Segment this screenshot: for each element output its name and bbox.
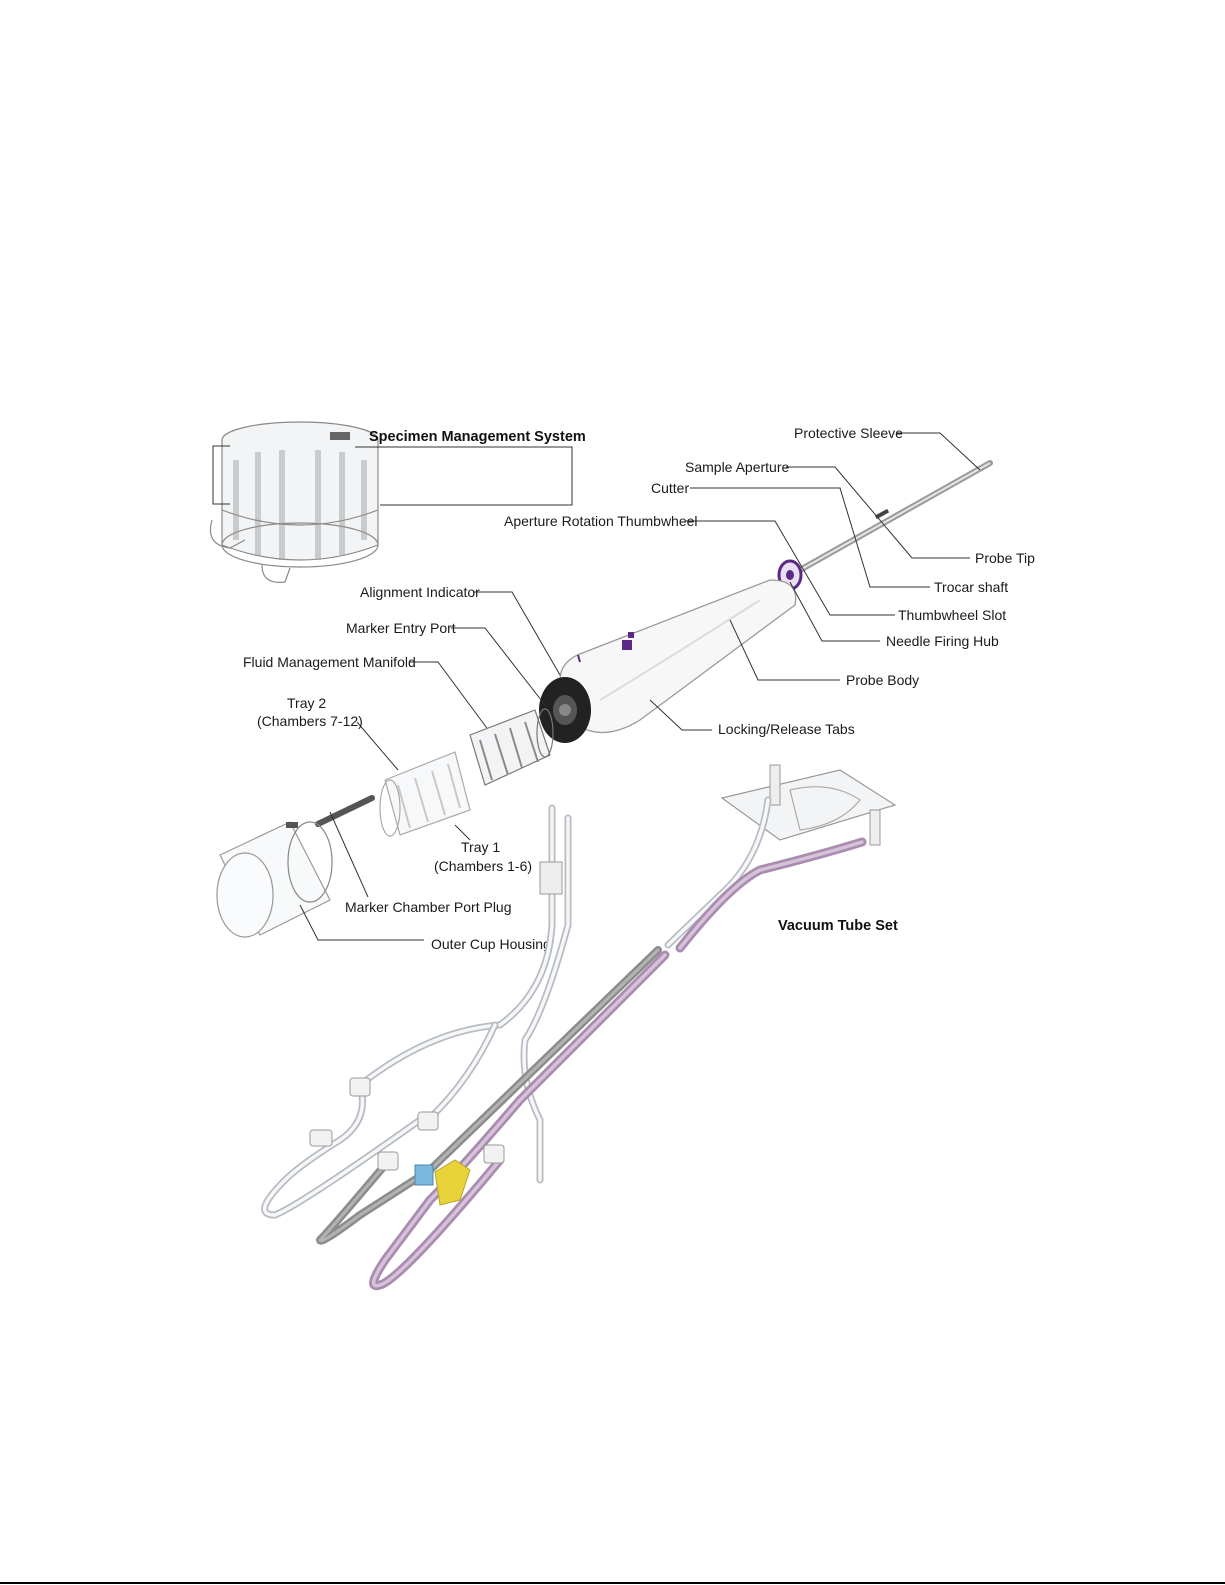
- sms-bracket-left: [212, 445, 230, 505]
- fluid-manifold-illustration: [469, 708, 554, 786]
- specimen-management-system-illustration: [209, 421, 379, 583]
- label-tray-2-chambers: (Chambers 7-12): [257, 713, 363, 729]
- label-locking-release-tabs: Locking/Release Tabs: [718, 721, 855, 737]
- probe-illustration: [539, 460, 993, 743]
- label-tray-1: Tray 1: [461, 839, 500, 855]
- leader-outer-cup-housing: [299, 904, 424, 941]
- leader-probe-tip: [786, 466, 970, 559]
- leader-tray-2: [356, 721, 399, 771]
- vacuum-tube-set-illustration: [261, 764, 897, 1291]
- leader-needle-firing-hub: [789, 581, 880, 642]
- marker-chamber-port-plug-illustration: [315, 795, 375, 827]
- page-bottom-rule: [0, 1582, 1225, 1584]
- leader-thumbwheel-slot: [686, 520, 895, 616]
- tray-2-illustration: [379, 751, 471, 837]
- leader-locking-release-tabs: [649, 699, 712, 731]
- leader-fluid-management-manifold: [409, 661, 493, 736]
- vacuum-tube-set-title: Vacuum Tube Set: [778, 918, 898, 934]
- label-outer-cup-housing: Outer Cup Housing: [431, 936, 551, 952]
- label-sample-aperture: Sample Aperture: [685, 459, 789, 475]
- label-marker-entry-port: Marker Entry Port: [346, 620, 456, 636]
- leader-marker-entry-port: [451, 627, 546, 706]
- label-cutter: Cutter: [651, 480, 689, 496]
- label-needle-firing-hub: Needle Firing Hub: [886, 633, 999, 649]
- label-protective-sleeve: Protective Sleeve: [794, 425, 903, 441]
- label-tray-1-chambers: (Chambers 1-6): [434, 858, 532, 874]
- leader-tray-1: [454, 824, 471, 841]
- label-probe-tip: Probe Tip: [975, 550, 1035, 566]
- label-alignment-indicator: Alignment Indicator: [360, 584, 480, 600]
- label-trocar-shaft: Trocar shaft: [934, 579, 1008, 595]
- label-marker-chamber-port-plug: Marker Chamber Port Plug: [345, 899, 512, 915]
- leader-marker-chamber-port-plug: [329, 811, 369, 898]
- sms-bracket-right: [355, 446, 573, 506]
- specimen-management-system-title: Specimen Management System: [369, 429, 586, 445]
- label-probe-body: Probe Body: [846, 672, 919, 688]
- label-thumbwheel-slot: Thumbwheel Slot: [898, 607, 1006, 623]
- leader-trocar-shaft: [690, 487, 930, 588]
- label-fluid-management-manifold: Fluid Management Manifold: [243, 654, 416, 670]
- leader-alignment-indicator: [473, 591, 561, 676]
- label-aperture-rotation-thumbwheel: Aperture Rotation Thumbwheel: [504, 513, 698, 529]
- label-tray-2: Tray 2: [287, 695, 326, 711]
- leader-probe-body: [729, 619, 840, 681]
- leader-protective-sleeve: [897, 432, 981, 471]
- outer-cup-housing-illustration: [216, 821, 333, 938]
